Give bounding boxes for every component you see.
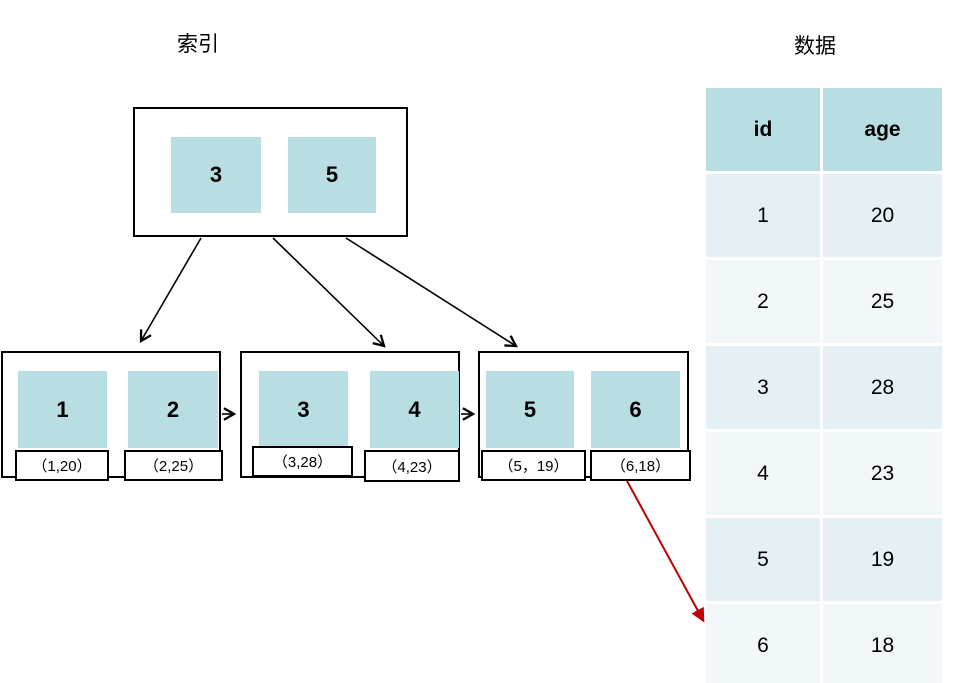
table-header-id: id bbox=[706, 88, 820, 171]
tuple-box: （4,23） bbox=[364, 450, 460, 482]
table-header-row: id age bbox=[706, 88, 942, 171]
arrow-root-to-leaf-2 bbox=[272, 237, 386, 348]
table-cell-age: 18 bbox=[823, 604, 942, 683]
index-section-title: 索引 bbox=[177, 33, 219, 56]
leaf-key-cell: 3 bbox=[259, 371, 348, 448]
leaf-key-cell: 4 bbox=[370, 371, 459, 448]
table-cell-age: 23 bbox=[823, 432, 942, 515]
leaf-key-cell: 5 bbox=[486, 371, 574, 448]
table-cell-id: 2 bbox=[706, 260, 820, 343]
data-table: id age 1 20 2 25 3 28 4 23 5 19 6 18 bbox=[706, 88, 942, 683]
table-cell-id: 1 bbox=[706, 174, 820, 257]
arrow-root-to-leaf-3 bbox=[345, 237, 518, 348]
leaf-key-cell: 2 bbox=[128, 371, 218, 448]
table-cell-age: 19 bbox=[823, 518, 942, 601]
table-row: 3 28 bbox=[706, 346, 942, 429]
leaf-node-3: 5 6 （5，19） （6,18） bbox=[478, 351, 691, 481]
table-row: 5 19 bbox=[706, 518, 942, 601]
leaf-node-1: 1 2 （1,20） （2,25） bbox=[1, 351, 223, 481]
leaf-key-cell: 1 bbox=[18, 371, 107, 448]
table-row: 4 23 bbox=[706, 432, 942, 515]
table-header-age: age bbox=[823, 88, 942, 171]
tuple-box: （3,28） bbox=[252, 446, 353, 477]
table-row: 2 25 bbox=[706, 260, 942, 343]
tuple-box: （2,25） bbox=[124, 450, 223, 481]
table-cell-id: 6 bbox=[706, 604, 820, 683]
table-cell-age: 28 bbox=[823, 346, 942, 429]
data-section-title: 数据 bbox=[794, 35, 836, 58]
arrow-tuple-to-table-row bbox=[626, 480, 705, 623]
tuple-box: （6,18） bbox=[590, 450, 691, 481]
root-node: 3 5 bbox=[133, 107, 408, 237]
root-key-cell: 3 bbox=[171, 137, 261, 213]
table-cell-id: 5 bbox=[706, 518, 820, 601]
leaf-key-cell: 6 bbox=[591, 371, 680, 448]
table-row: 6 18 bbox=[706, 604, 942, 683]
tuple-box: （1,20） bbox=[15, 450, 109, 481]
tuple-box: （5，19） bbox=[481, 450, 586, 481]
table-row: 1 20 bbox=[706, 174, 942, 257]
table-cell-id: 3 bbox=[706, 346, 820, 429]
root-key-cell: 5 bbox=[288, 137, 376, 213]
table-cell-id: 4 bbox=[706, 432, 820, 515]
arrow-root-to-leaf-1 bbox=[139, 237, 202, 344]
table-cell-age: 20 bbox=[823, 174, 942, 257]
leaf-node-2: 3 4 （3,28） （4,23） bbox=[240, 351, 460, 482]
table-cell-age: 25 bbox=[823, 260, 942, 343]
